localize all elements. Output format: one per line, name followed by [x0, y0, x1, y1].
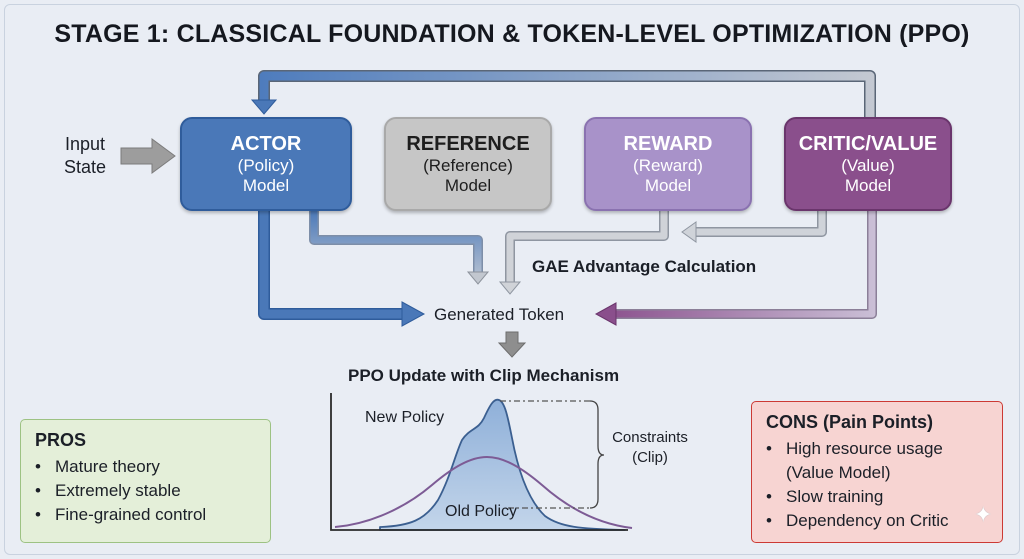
actor-title: ACTOR: [230, 132, 302, 155]
pros-item-text: Mature theory: [55, 457, 160, 476]
actor-subtitle: (Policy): [237, 155, 295, 175]
critic-to-token-arrow: [594, 207, 877, 326]
reward-subtitle: (Reward): [633, 155, 703, 175]
critic-subtitle: (Value): [841, 155, 895, 175]
actor-to-token-arrow: [258, 207, 426, 327]
token-to-ppo-arrow: [497, 331, 527, 358]
policy-plot: [330, 393, 633, 531]
reference-subtitle: (Reference): [423, 155, 513, 175]
input-line-2: State: [63, 157, 107, 178]
reference-model-word: Model: [444, 176, 492, 195]
list-item: •Dependency on Critic: [766, 509, 988, 533]
pros-list: •Mature theory •Extremely stable •Fine-g…: [35, 455, 256, 527]
pros-item-text: Fine-grained control: [55, 505, 207, 524]
list-item: •High resource usage: [766, 437, 988, 461]
pros-card: PROS •Mature theory •Extremely stable •F…: [20, 419, 271, 543]
page-title: STAGE 1: CLASSICAL FOUNDATION & TOKEN-LE…: [54, 20, 970, 48]
reference-model-box: REFERENCE (Reference) Model: [384, 117, 552, 211]
input-state-label: Input State: [52, 133, 118, 180]
gae-label: GAE Advantage Calculation: [532, 257, 757, 276]
generated-token-label: Generated Token: [434, 305, 565, 324]
sparkle-icon: ✦: [974, 502, 993, 527]
cons-item-text: Slow training: [786, 487, 884, 506]
list-item: •Fine-grained control: [35, 503, 256, 527]
actor-model-box: ACTOR (Policy) Model: [180, 117, 352, 211]
reward-model-box: REWARD (Reward) Model: [584, 117, 752, 211]
clip-bracket: [589, 400, 605, 509]
new-policy-label: New Policy: [365, 409, 445, 426]
cons-card: CONS (Pain Points) •High resource usage …: [751, 401, 1003, 543]
cons-list: •High resource usage (Value Model) •Slow…: [766, 437, 988, 533]
constraints-line-2: (Clip): [632, 448, 668, 466]
cons-item-text: Dependency on Critic: [786, 511, 949, 530]
reference-title: REFERENCE: [406, 132, 530, 155]
old-policy-label: Old Policy: [445, 503, 518, 520]
critic-model-box: CRITIC/VALUE (Value) Model: [784, 117, 952, 211]
critic-title: CRITIC/VALUE: [798, 132, 938, 155]
actor-model-word: Model: [242, 176, 290, 195]
new-policy-curve: [379, 398, 626, 531]
list-item: (Value Model): [766, 461, 988, 485]
plot-axes: [330, 393, 628, 531]
cons-title: CONS (Pain Points): [766, 412, 934, 432]
list-item: •Mature theory: [35, 455, 256, 479]
actor-to-gae-arrow: [309, 207, 490, 285]
old-policy-curve: [334, 455, 633, 529]
list-item: •Slow training: [766, 485, 988, 509]
input-line-1: Input: [64, 134, 106, 154]
input-arrow: [120, 138, 176, 174]
cons-item-text: High resource usage: [786, 439, 943, 458]
constraints-line-1: Constraints: [612, 429, 688, 446]
constraints-label: Constraints (Clip): [604, 428, 696, 467]
cons-item-text: (Value Model): [786, 463, 891, 482]
reward-title: REWARD: [623, 132, 713, 155]
ppo-update-label: PPO Update with Clip Mechanism: [348, 366, 620, 385]
critic-model-word: Model: [844, 176, 892, 195]
critic-to-gae-arrow: [681, 207, 827, 243]
pros-item-text: Extremely stable: [55, 481, 181, 500]
list-item: •Extremely stable: [35, 479, 256, 503]
pros-title: PROS: [35, 430, 87, 450]
reward-model-word: Model: [644, 176, 692, 195]
feedback-loop-arrow: [258, 70, 876, 117]
reward-to-gae-arrow: [498, 207, 669, 295]
